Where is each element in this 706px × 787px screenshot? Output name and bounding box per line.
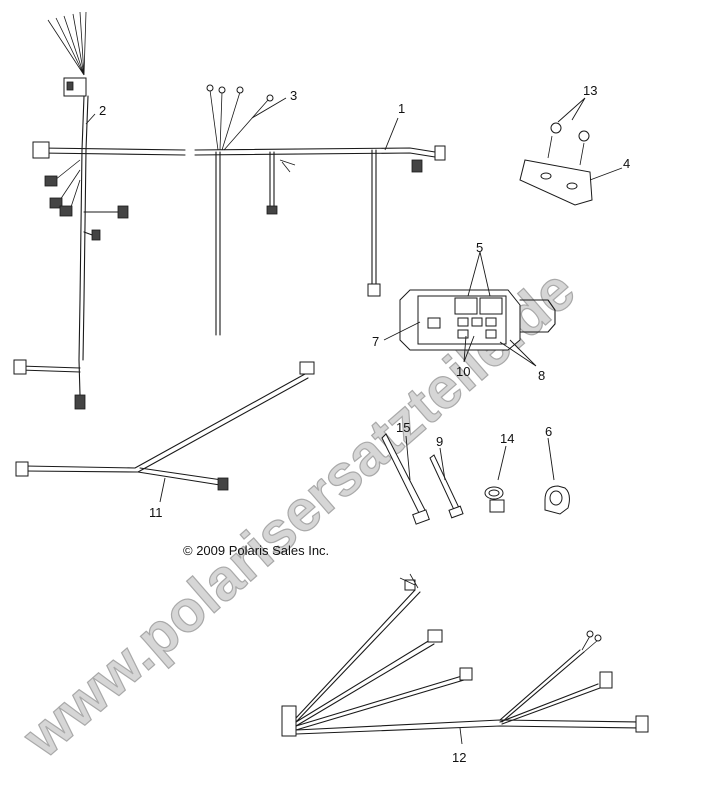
callout-10: 10 xyxy=(456,364,470,379)
cable-tie-15 xyxy=(381,433,430,525)
harness-11 xyxy=(15,361,315,491)
cable-tie-9 xyxy=(429,454,464,519)
hose-clamp-14 xyxy=(484,486,505,513)
leader-lines xyxy=(85,97,623,745)
fuse-box xyxy=(399,289,556,351)
callout-3: 3 xyxy=(290,88,297,103)
callout-1: 1 xyxy=(398,101,405,116)
callout-13: 13 xyxy=(583,83,597,98)
callout-11: 11 xyxy=(149,505,163,520)
p-clip-6 xyxy=(544,485,570,515)
callout-6: 6 xyxy=(545,424,552,439)
callout-labels: 1 2 3 4 5 6 7 8 9 10 11 12 13 14 15 xyxy=(99,83,630,765)
callout-14: 14 xyxy=(500,431,514,446)
callout-12: 12 xyxy=(452,750,466,765)
bracket-4 xyxy=(519,122,593,206)
callout-5: 5 xyxy=(476,240,483,255)
harness-12 xyxy=(281,573,649,737)
main-wiring-harness xyxy=(13,11,446,410)
callout-15: 15 xyxy=(396,420,410,435)
callout-2: 2 xyxy=(99,103,106,118)
callout-9: 9 xyxy=(436,434,443,449)
callout-8: 8 xyxy=(538,368,545,383)
copyright-text: © 2009 Polaris Sales Inc. xyxy=(183,543,329,558)
callout-7: 7 xyxy=(372,334,379,349)
callout-4: 4 xyxy=(623,156,630,171)
